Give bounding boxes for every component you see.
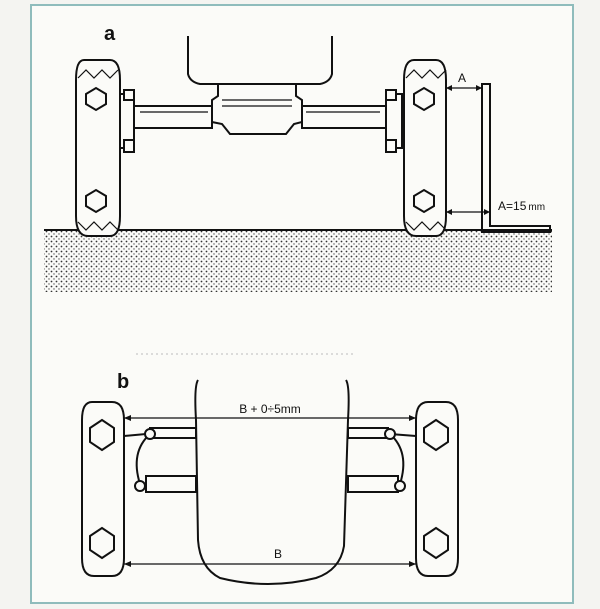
dimension-b-bottom-label: B	[274, 547, 282, 561]
measuring-gauge	[481, 83, 551, 233]
panel-b-label: b	[117, 371, 129, 393]
right-steering-linkage	[347, 427, 417, 493]
right-steering-knuckle	[385, 89, 403, 153]
panel-a-label: a	[104, 23, 116, 45]
right-front-wheel-top-view	[415, 401, 459, 577]
tractor-body-top-view	[194, 379, 350, 585]
axle-center-housing	[211, 83, 303, 135]
ground	[44, 229, 552, 292]
dimension-b-bottom: B	[124, 547, 416, 567]
right-front-wheel	[403, 59, 447, 237]
dimension-b-top-label: B + 0÷5mm	[239, 402, 301, 416]
dimension-a-top: A	[446, 71, 482, 91]
dimension-b-top: B + 0÷5mm	[124, 402, 416, 421]
left-steering-linkage	[123, 427, 197, 493]
left-front-wheel	[75, 59, 121, 237]
tractor-engine-body	[187, 36, 333, 85]
dimension-a-top-label: A	[458, 71, 466, 85]
left-front-wheel-top-view	[81, 401, 125, 577]
left-steering-knuckle	[117, 89, 135, 153]
